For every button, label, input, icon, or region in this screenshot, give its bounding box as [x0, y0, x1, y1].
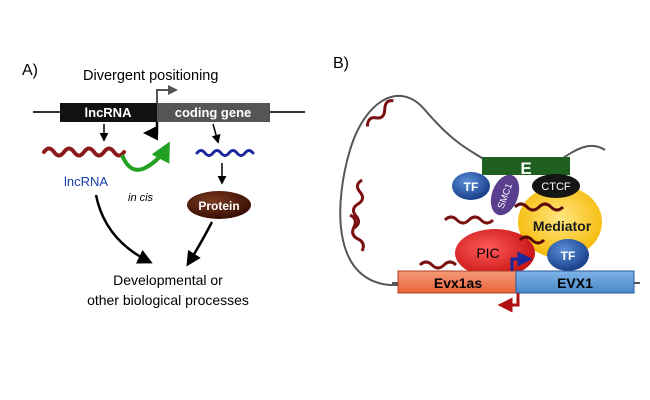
enhancer-label: E: [520, 159, 531, 178]
mediator-label: Mediator: [533, 218, 592, 234]
tf-right-blob: [547, 239, 589, 271]
lncrna-transcript-squiggle: [42, 146, 126, 158]
evx1-label: EVX1: [557, 275, 593, 291]
coding-gene-box: [157, 103, 270, 122]
tf-right-label: TF: [561, 249, 576, 263]
panel-b: B) E TF SMC1 CTCF Mediator PIC: [333, 55, 640, 313]
evx1-gene-box: [515, 270, 635, 294]
protein-blob: [187, 191, 251, 219]
mediator-complex: [518, 186, 602, 258]
smc1-blob: [490, 174, 520, 216]
evx1as-tss-arrow: [497, 293, 520, 313]
lncrna-squiggle-7: [518, 235, 546, 245]
outcome-line-1: Developmental or: [113, 272, 223, 288]
enhancer-box: [482, 157, 570, 175]
lncrna-squiggle-2: [351, 178, 365, 230]
lncrna-transcript-label: lncRNA: [64, 174, 108, 189]
panel-a-title: Divergent positioning: [83, 68, 218, 84]
lncrna-squiggle-5: [418, 260, 458, 270]
lncrna-squiggle-1: [365, 99, 394, 127]
evx1as-label: Evx1as: [434, 275, 482, 291]
in-cis-label: in cis: [128, 192, 154, 204]
pic-label: PIC: [476, 245, 499, 261]
pic-complex: [455, 229, 535, 277]
panel-a-label: A): [22, 62, 38, 79]
in-cis-arrow: [120, 141, 170, 172]
outcome-line-2: other biological processes: [87, 292, 249, 308]
protein-label: Protein: [198, 199, 239, 213]
lncrna-squiggle-6: [513, 202, 565, 212]
tf-left-label: TF: [464, 180, 479, 194]
lncrna-gene-box: [60, 103, 157, 122]
lncrna-squiggle-4: [443, 215, 495, 225]
lncrna-squiggle-3: [349, 213, 365, 252]
protein-to-outcome-arrow: [186, 221, 214, 267]
evx1-tss-arrow: [510, 251, 533, 271]
panel-b-label: B): [333, 55, 349, 72]
tss-forward-arrow: [156, 85, 178, 103]
ctcf-blob: [532, 174, 580, 198]
panel-a: A) Divergent positioning lncRNA coding g…: [22, 62, 305, 308]
tss-reverse-arrow: [143, 122, 159, 141]
mrna-squiggle: [195, 149, 255, 157]
lncrna-gene-label: lncRNA: [85, 105, 133, 120]
tf-left-blob: [452, 172, 490, 200]
coding-transcription-arrow: [211, 123, 221, 144]
ctcf-label: CTCF: [541, 181, 571, 193]
coding-gene-label: coding gene: [175, 105, 252, 120]
lncrna-to-outcome-arrow: [94, 194, 153, 264]
